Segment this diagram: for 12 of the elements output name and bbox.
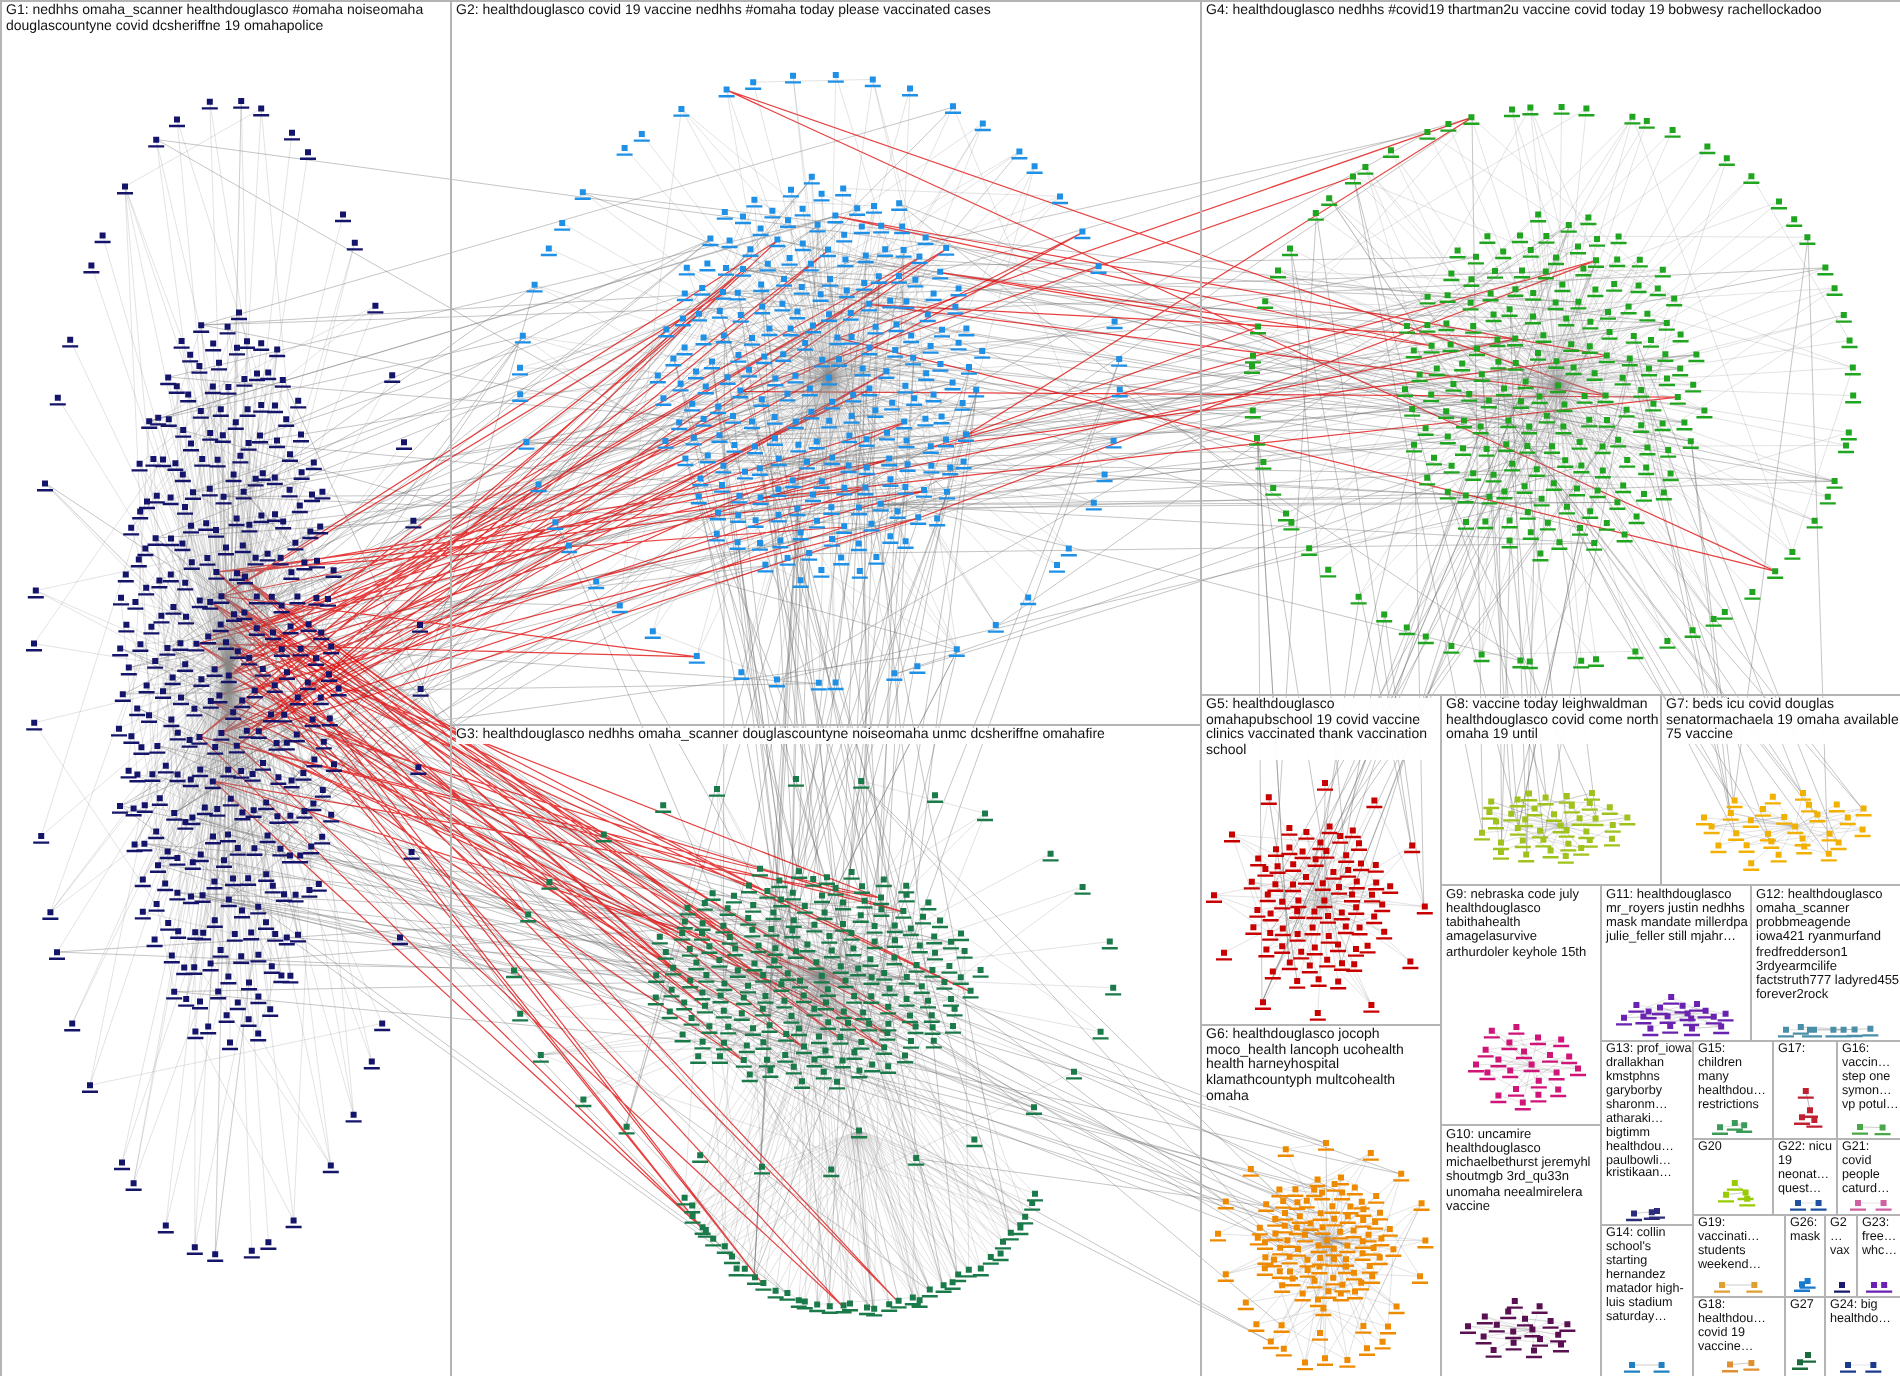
group-panel: [1836, 1040, 1900, 1140]
group-panel: [1600, 884, 1752, 1042]
group-panel: [1856, 1214, 1900, 1298]
group-panel: [1600, 1040, 1694, 1226]
group-panel: [1784, 1214, 1826, 1298]
group-panel: [0, 0, 452, 1376]
link-bundle: [196, 231, 1084, 747]
link-bundle: [196, 571, 971, 1307]
link-bundle: [726, 89, 1777, 572]
group-panel: [1772, 1138, 1838, 1216]
link-bundle: [526, 116, 1836, 681]
group-panel: [1750, 884, 1900, 1042]
